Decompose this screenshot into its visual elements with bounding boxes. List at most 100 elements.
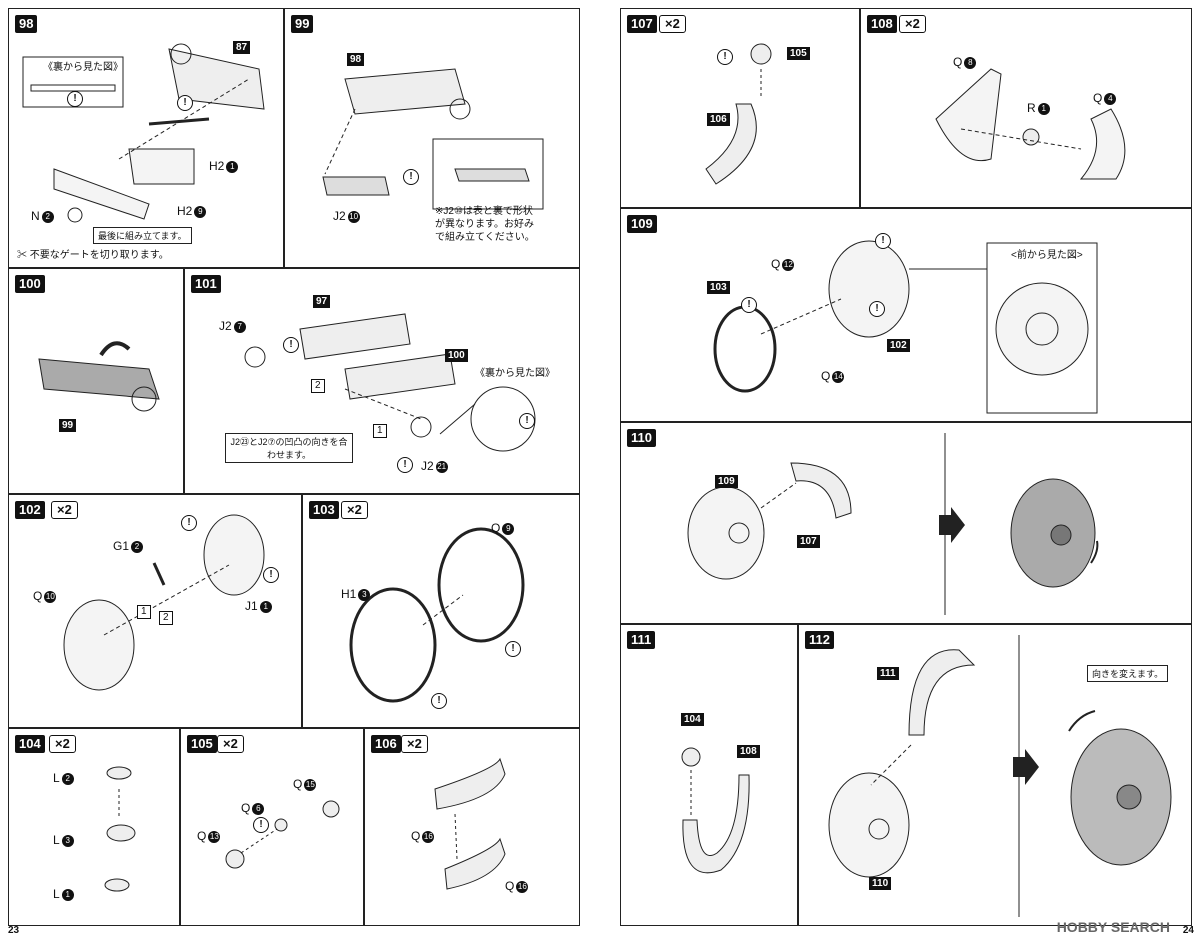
step-number: 100 <box>15 275 45 293</box>
step-number: 109 <box>627 215 657 233</box>
caution-icon: ! <box>505 641 521 657</box>
caution-icon: ! <box>875 233 891 249</box>
hobby-search-watermark: HOBBY SEARCH <box>1056 919 1170 935</box>
step-110-illustration <box>687 433 1099 615</box>
step-108-illustration <box>935 68 1126 180</box>
quantity-badge: ×2 <box>899 15 926 33</box>
step-107-illustration <box>705 43 772 185</box>
step-98-illustration <box>22 43 265 223</box>
step-number: 106 <box>371 735 401 753</box>
caution-icon: ! <box>177 95 193 111</box>
step-103-illustration <box>349 527 525 703</box>
step-number: 107 <box>627 15 657 33</box>
step-105-illustration <box>225 800 340 869</box>
part-99-tag: 99 <box>59 419 77 432</box>
change-direction-note: 向きを変えます。 <box>1087 665 1169 682</box>
step-109-illustration <box>713 240 1098 414</box>
quantity-badge: ×2 <box>217 735 244 753</box>
part-87-tag: 87 <box>233 41 251 54</box>
caution-icon: ! <box>717 49 733 65</box>
step-107-panel: 107 ×2 ! 105 106 <box>620 8 860 208</box>
back-view-caption: 《裏から見た図》 <box>475 368 555 379</box>
step-101-illustration <box>244 313 536 452</box>
step-112-illustration <box>828 635 1172 917</box>
order-box-1: 1 <box>373 424 387 438</box>
page-number-left: 23 <box>8 925 20 936</box>
step-number: 101 <box>191 275 221 293</box>
step-102-illustration <box>63 514 265 691</box>
part-100-tag: 100 <box>445 349 468 362</box>
part-98-tag: 98 <box>347 53 365 66</box>
quantity-badge: ×2 <box>659 15 686 33</box>
part-105-tag: 105 <box>787 47 810 60</box>
part-110-tag: 110 <box>869 877 892 890</box>
nipper-icon: ✂ <box>17 250 27 261</box>
order-box-1: 1 <box>137 605 151 619</box>
step-number: 110 <box>627 429 656 447</box>
caution-icon: ! <box>263 567 279 583</box>
step-number: 99 <box>291 15 314 33</box>
back-view-caption: 《裏から見た図》 <box>43 62 123 73</box>
gate-cut-note: ✂ 不要なゲートを切り取ります。 <box>17 250 169 261</box>
caution-icon: ! <box>181 515 197 531</box>
part-103-tag: 103 <box>707 281 730 294</box>
part-107-tag: 107 <box>797 535 820 548</box>
quantity-badge: ×2 <box>341 501 368 519</box>
caution-icon: ! <box>403 169 419 185</box>
step-number: 105 <box>187 735 217 753</box>
j2-shape-note: ※J2⑩は表と裏で形状が異なります。お好みで組み立てください。 <box>435 206 535 243</box>
step-99-illustration <box>322 68 544 210</box>
caution-icon: ! <box>741 297 757 313</box>
caution-icon: ! <box>397 457 413 473</box>
step-number: 102 <box>15 501 45 519</box>
caution-icon: ! <box>869 301 885 317</box>
step-106-illustration <box>434 757 506 890</box>
step-number: 98 <box>15 15 38 33</box>
step-number: 111 <box>627 631 656 649</box>
part-108-tag: 108 <box>737 745 760 758</box>
step-111-panel: 111 104 108 <box>620 624 798 926</box>
alignment-note: J2㉓とJ2⑦の凹凸の向きを合わせます。 <box>225 433 353 463</box>
step-100-illustration <box>38 341 160 412</box>
step-number: 104 <box>15 735 45 753</box>
order-box-2: 2 <box>311 379 325 393</box>
caution-icon: ! <box>519 413 535 429</box>
order-box-2: 2 <box>159 611 173 625</box>
step-110-panel: 110 109 107 <box>620 422 1192 624</box>
front-view-caption: <前から見た図> <box>1011 250 1083 261</box>
quantity-badge: ×2 <box>51 501 78 519</box>
step-number: 103 <box>309 501 339 519</box>
step-number: 108 <box>867 15 897 33</box>
page-number-right: 24 <box>1182 925 1194 936</box>
quantity-badge: ×2 <box>401 735 428 753</box>
quantity-badge: ×2 <box>49 735 76 753</box>
part-109-tag: 109 <box>715 475 738 488</box>
part-97-tag: 97 <box>313 295 331 308</box>
